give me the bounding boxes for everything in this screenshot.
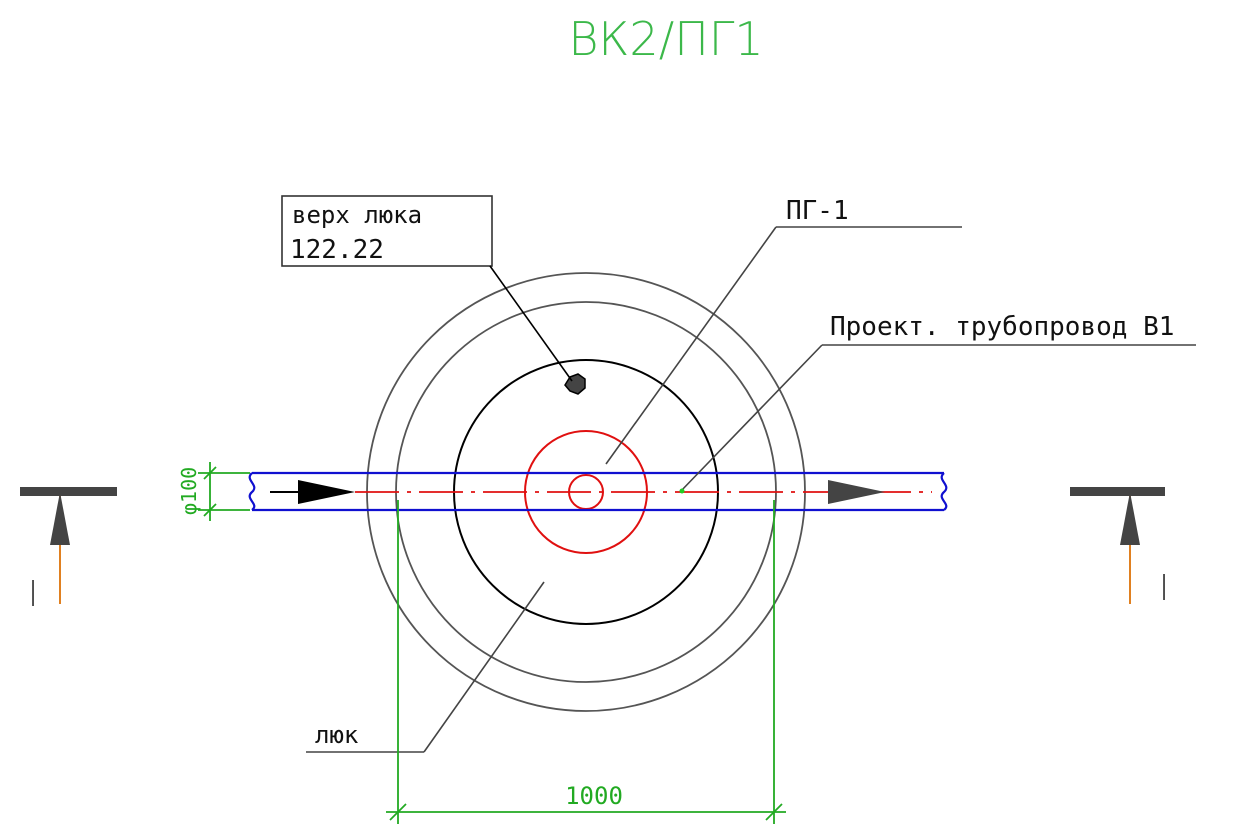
- drawing-title: ВК2/ПГ1: [568, 12, 763, 66]
- hatch-elevation-callout: верх люка 122.22: [281, 195, 573, 382]
- hatch-label: люк: [315, 721, 359, 749]
- section-bar-left: [20, 487, 117, 496]
- section-bar-right: [1070, 487, 1165, 496]
- elevation-label-box: [281, 195, 493, 267]
- width-tick-left: [389, 803, 407, 821]
- section-arrow-head-right: [1120, 492, 1140, 545]
- section-mark-right: I: [1070, 487, 1169, 609]
- elevation-leader: [489, 265, 573, 382]
- flow-arrow-left: [298, 480, 355, 504]
- hydrant-label: ПГ-1: [786, 196, 849, 226]
- diameter-tick-bottom: [203, 503, 217, 517]
- pipe-diameter-dimension: [198, 462, 250, 521]
- pipeline-leader: [679, 344, 823, 493]
- width-tick-right: [765, 803, 783, 821]
- pipe-break-left: [248, 472, 256, 511]
- hatch-top-elevation: 122.22: [290, 235, 384, 265]
- hydrant-callout: ПГ-1: [605, 196, 962, 465]
- width-dimension: [386, 500, 786, 824]
- hydrant-leader: [605, 226, 777, 465]
- pipe-break-right: [940, 472, 948, 511]
- hatch-top-label: верх люка: [292, 201, 422, 229]
- pipeline-callout: Проект. трубопровод В1: [679, 312, 1196, 494]
- pipeline-leader-dot: [679, 488, 685, 494]
- hatch-callout: люк: [306, 581, 545, 753]
- section-label-right: I: [1159, 568, 1170, 609]
- section-label-left: I: [28, 574, 39, 615]
- hatch-cover-dot: [564, 373, 586, 395]
- pipeline: [248, 471, 948, 512]
- width-dimension-label: 1000: [565, 782, 623, 810]
- section-mark-left: I: [20, 487, 117, 615]
- section-arrow-head-left: [50, 492, 70, 545]
- pipeline-label: Проект. трубопровод В1: [830, 312, 1174, 342]
- pipe-diameter-label: φ100: [177, 467, 201, 515]
- diameter-tick-top: [203, 466, 217, 480]
- flow-arrow-right: [828, 480, 885, 504]
- hatch-leader: [423, 581, 545, 753]
